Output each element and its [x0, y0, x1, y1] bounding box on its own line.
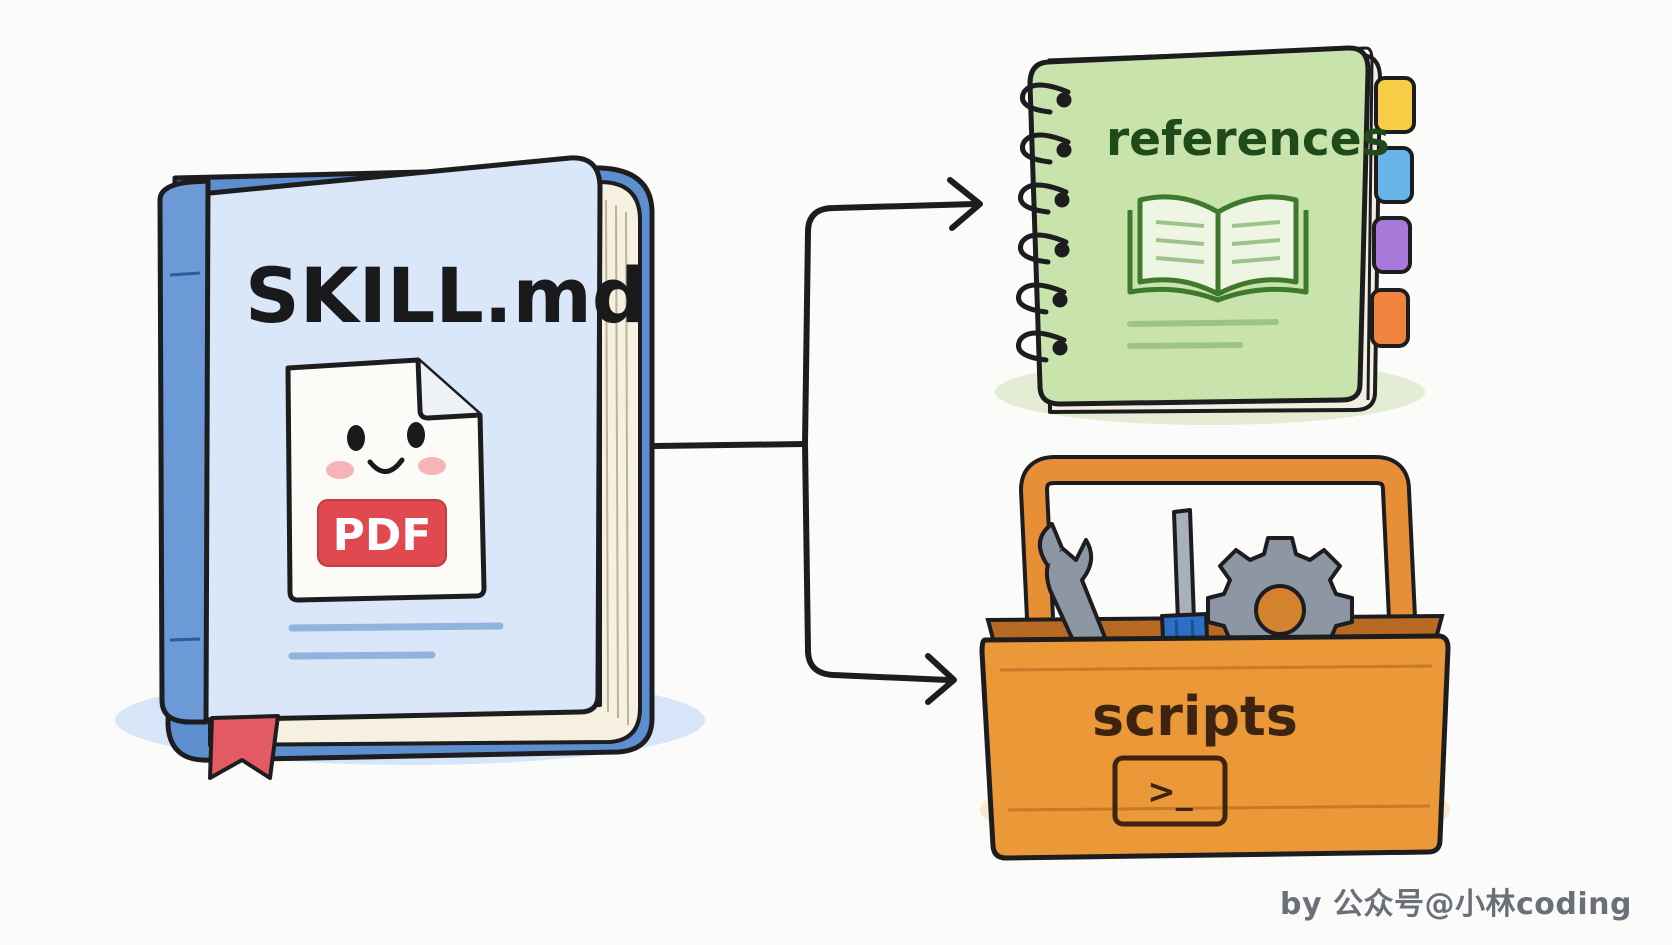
arrow-to-references	[805, 204, 975, 444]
arrow-to-scripts	[805, 444, 948, 680]
tab-purple	[1374, 218, 1410, 272]
terminal-prompt: >_	[1147, 772, 1193, 812]
bookmark-ribbon	[210, 716, 278, 778]
pdf-badge-label: PDF	[333, 510, 432, 561]
connector-trunk	[655, 444, 805, 446]
scripts-title: scripts	[1092, 685, 1298, 748]
tab-orange	[1372, 290, 1408, 346]
connector-arrows	[655, 180, 980, 702]
skill-book: SKILL.md PDF	[115, 158, 705, 778]
author-credit: by 公众号@小林coding	[1280, 879, 1632, 923]
smile-eye-left	[347, 425, 365, 451]
smile-eye-right	[407, 422, 425, 448]
scripts-toolbox: scripts >_	[980, 470, 1450, 858]
references-title: references	[1106, 112, 1390, 167]
references-notebook: references	[995, 48, 1425, 425]
pdf-document-icon: PDF	[288, 360, 484, 600]
skill-title: SKILL.md	[245, 251, 646, 340]
